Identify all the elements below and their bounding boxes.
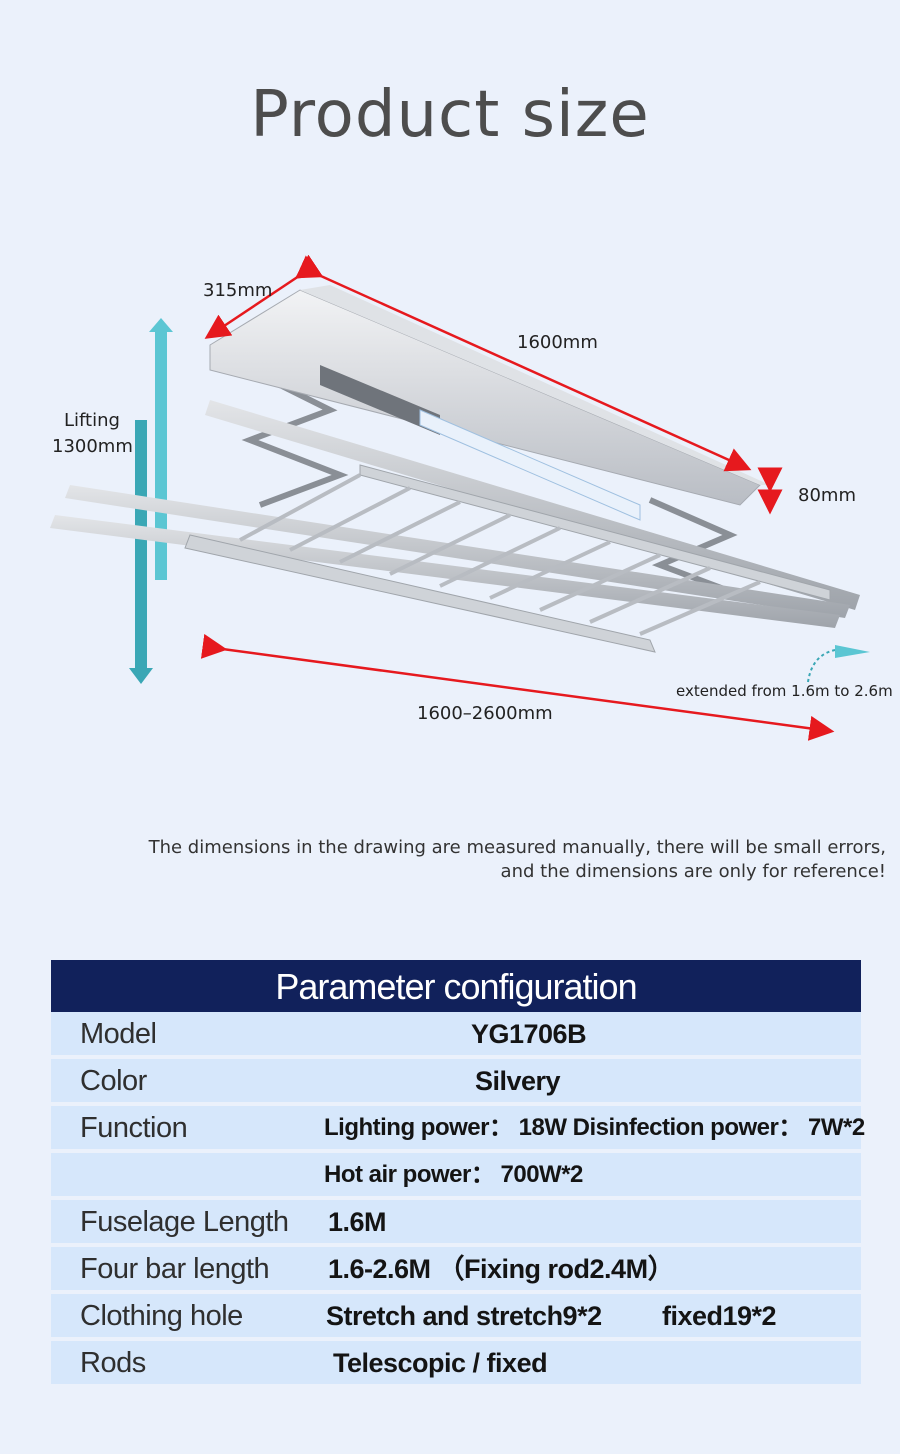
- row-value: Stretch and stretch9*2: [326, 1301, 602, 1331]
- product-diagram: 315mm 1600mm Lifting 1300mm 80mm extende…: [0, 250, 900, 750]
- disclaimer-line1: The dimensions in the drawing are measur…: [148, 837, 886, 858]
- width-dimension-arrow: [204, 254, 323, 339]
- table-row-function-2: Hot air power： 700W*2: [51, 1153, 861, 1200]
- table-row-clothing-hole: Clothing hole Stretch and stretch9*2 fix…: [51, 1294, 861, 1341]
- table-row-color: Color Silvery: [51, 1059, 861, 1106]
- length-dimension-arrow: [295, 255, 752, 472]
- table-row-four-bar-length: Four bar length 1.6-2.6M （Fixing rod2.4M…: [51, 1247, 861, 1294]
- row-value: Telescopic / fixed: [333, 1348, 548, 1378]
- width-label: 315mm: [203, 280, 273, 301]
- row-value: YG1706B: [471, 1019, 587, 1049]
- row-value-secondary: fixed19*2: [662, 1301, 777, 1331]
- row-value: Silvery: [475, 1066, 561, 1096]
- lift-arrow: [129, 318, 173, 684]
- row-label: Four bar length: [80, 1253, 270, 1285]
- lifting-label-line1: Lifting: [64, 410, 120, 431]
- table-row-fuselage-length: Fuselage Length 1.6M: [51, 1200, 861, 1247]
- extended-range-label: 1600–2600mm: [417, 703, 553, 724]
- row-label: Color: [80, 1065, 147, 1097]
- row-label: Rods: [80, 1347, 146, 1379]
- row-value: Lighting power： 18W Disinfection power： …: [324, 1114, 865, 1141]
- extended-note: extended from 1.6m to 2.6m: [676, 682, 893, 700]
- row-label: Clothing hole: [80, 1300, 243, 1332]
- parameter-table-title: Parameter configuration: [51, 960, 861, 1012]
- row-value: 1.6-2.6M （Fixing rod2.4M）: [328, 1254, 675, 1284]
- extension-arrow-icon: [835, 645, 870, 658]
- row-label: Model: [80, 1018, 157, 1050]
- disclaimer-note: The dimensions in the drawing are measur…: [86, 836, 886, 884]
- length-label: 1600mm: [517, 332, 598, 353]
- page-title: Product size: [250, 78, 650, 152]
- disclaimer-line2: and the dimensions are only for referenc…: [500, 861, 886, 882]
- row-label: Function: [80, 1112, 188, 1144]
- cross-rods: [239, 473, 761, 636]
- extended-dimension-arrow: [200, 633, 835, 741]
- extension-arc: [807, 649, 836, 683]
- table-row-rods: Rods Telescopic / fixed: [51, 1341, 861, 1388]
- table-row-model: Model YG1706B: [51, 1012, 861, 1059]
- table-row-function: Function Lighting power： 18W Disinfectio…: [51, 1106, 865, 1153]
- height-label: 80mm: [798, 485, 856, 506]
- row-value: Hot air power： 700W*2: [324, 1161, 583, 1188]
- row-label: Fuselage Length: [80, 1206, 289, 1238]
- parameter-table: Parameter configuration Model YG1706B Co…: [51, 960, 865, 1388]
- row-value: 1.6M: [328, 1207, 387, 1237]
- lifting-label-line2: 1300mm: [52, 436, 133, 457]
- drying-rack-illustration: [50, 254, 870, 741]
